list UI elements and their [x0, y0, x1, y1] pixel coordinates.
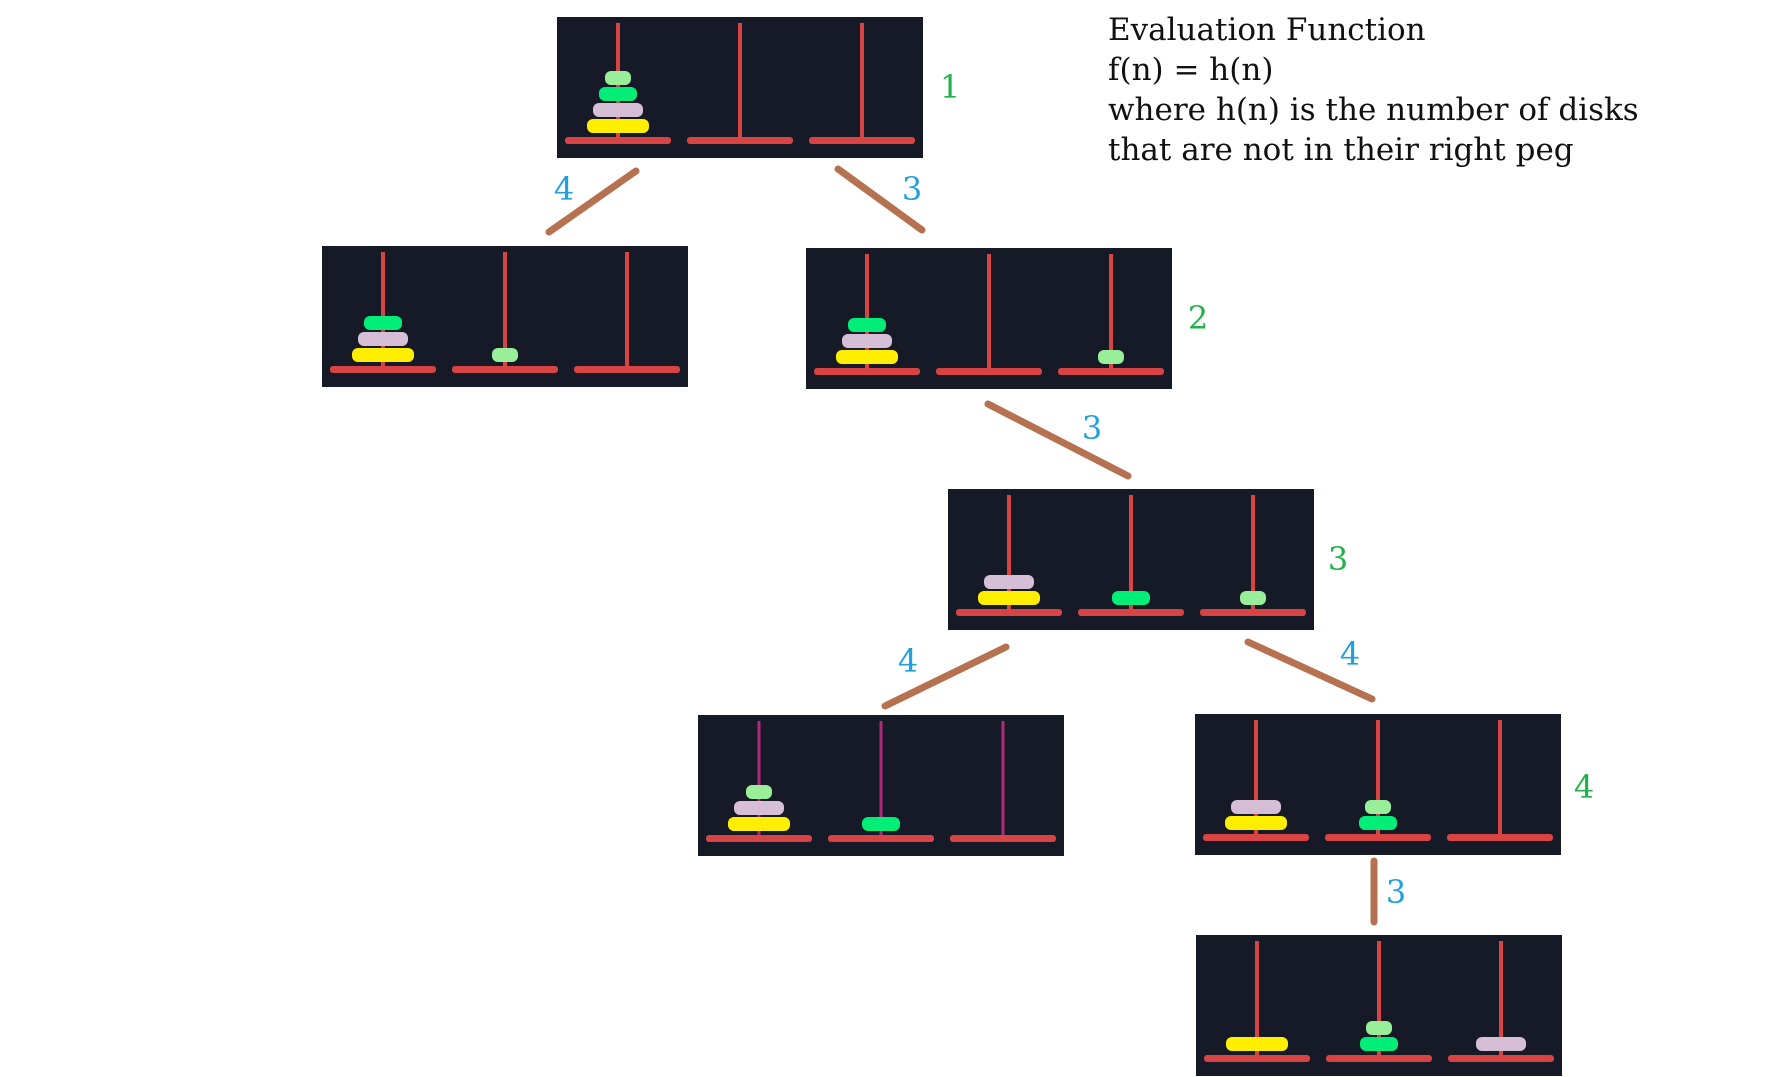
disk-green [1360, 1037, 1398, 1051]
node-step-label: 3 [1328, 540, 1348, 578]
state-panel-s5 [1195, 714, 1561, 855]
peg-base [706, 835, 812, 842]
disk-lavender [984, 575, 1034, 589]
disk-green [848, 318, 886, 332]
disk-lightgreen [605, 71, 631, 85]
peg-base [1058, 368, 1164, 375]
state-panel-s4 [698, 715, 1064, 856]
disk-yellow [587, 119, 649, 133]
caption-line-1: where h(n) is the number of disks [1108, 92, 1639, 128]
node-step-label: 1 [940, 68, 960, 106]
tree-root: 4 3 3 4 4 3 1 2 3 4 [322, 17, 1594, 1076]
peg-base [1203, 834, 1309, 841]
disk-green [364, 316, 402, 330]
disk-yellow [978, 591, 1040, 605]
caption-title: Evaluation Function [1108, 12, 1426, 48]
evaluation-function-caption: Evaluation Function f(n) = h(n) where h(… [1108, 10, 1639, 170]
disk-lightgreen [1240, 591, 1266, 605]
disk-green [862, 817, 900, 831]
peg-base [1204, 1055, 1310, 1062]
tree-edge-s3-s5 [1244, 638, 1376, 703]
disk-lavender [1231, 800, 1281, 814]
peg-base [452, 366, 558, 373]
peg-base [809, 137, 915, 144]
state-panel-s0 [557, 17, 923, 158]
disk-green [1112, 591, 1150, 605]
edge-cost-label: 4 [898, 642, 918, 680]
edge-cost-label: 4 [1340, 635, 1360, 673]
disk-lightgreen [1365, 800, 1391, 814]
state-panel-s3 [948, 489, 1314, 630]
disk-lightgreen [492, 348, 518, 362]
tree-edge-s3-s4 [881, 643, 1010, 710]
peg-base [574, 366, 680, 373]
peg-base [1325, 834, 1431, 841]
disk-lavender [1476, 1037, 1526, 1051]
state-panel-s1 [322, 246, 688, 387]
tree-edge-s2-s3 [984, 400, 1132, 480]
peg-base [950, 835, 1056, 842]
disk-yellow [1226, 1037, 1288, 1051]
caption-line-2: that are not in their right peg [1108, 132, 1574, 168]
peg-base [1447, 834, 1553, 841]
peg-base [1200, 609, 1306, 616]
disk-lavender [593, 103, 643, 117]
caption-formula: f(n) = h(n) [1108, 52, 1274, 88]
peg-base [814, 368, 920, 375]
peg-base [565, 137, 671, 144]
disk-lightgreen [1098, 350, 1124, 364]
edge-cost-label: 4 [554, 170, 574, 208]
peg-base [330, 366, 436, 373]
disk-yellow [836, 350, 898, 364]
peg-base [1078, 609, 1184, 616]
node-step-label: 4 [1574, 768, 1594, 806]
edge-cost-label: 3 [902, 170, 922, 208]
node-step-label: 2 [1188, 299, 1208, 337]
disk-yellow [1225, 816, 1287, 830]
peg-base [956, 609, 1062, 616]
disk-green [1359, 816, 1397, 830]
state-panel-s6 [1196, 935, 1562, 1076]
peg-base [936, 368, 1042, 375]
disk-lightgreen [746, 785, 772, 799]
edge-cost-label: 3 [1386, 873, 1406, 911]
disk-lavender [734, 801, 784, 815]
disk-green [599, 87, 637, 101]
peg-base [687, 137, 793, 144]
disk-lavender [842, 334, 892, 348]
state-panel-s2 [806, 248, 1172, 389]
peg-base [828, 835, 934, 842]
disk-lavender [358, 332, 408, 346]
disk-lightgreen [1366, 1021, 1392, 1035]
disk-yellow [728, 817, 790, 831]
edge-cost-label: 3 [1082, 409, 1102, 447]
peg-base [1448, 1055, 1554, 1062]
peg-base [1326, 1055, 1432, 1062]
tree-edge-s0-s2 [834, 165, 926, 234]
tree-edge-s0-s1 [545, 167, 640, 236]
disk-yellow [352, 348, 414, 362]
